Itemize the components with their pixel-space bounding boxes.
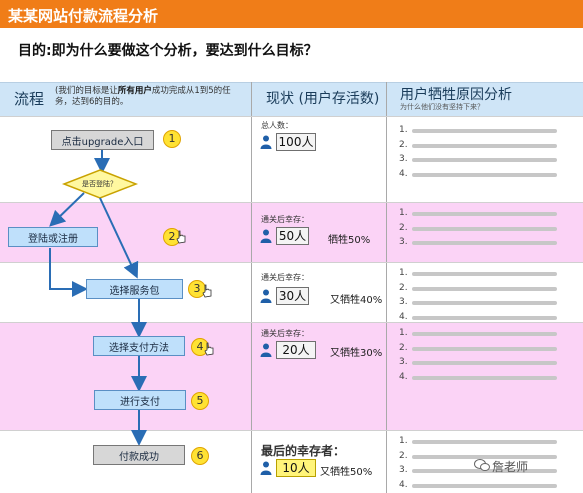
status-label: 通关后幸存：: [261, 273, 309, 282]
reason-number: 2.: [399, 450, 408, 461]
watermark: 詹老师: [492, 460, 529, 474]
loss-rate: 又牺牲50%: [320, 467, 373, 478]
step-click-upgrade: 点击upgrade入口: [51, 130, 154, 150]
status-label: 通关后幸存：: [261, 215, 309, 224]
cursor-hand-icon: [176, 230, 186, 244]
reason-placeholder-bar: [412, 469, 557, 473]
goal-text: 目的:即为什么要做这个分析，要达到什么目标？: [18, 43, 318, 59]
survivor-count: 50人: [276, 227, 309, 245]
reason-number: 3.: [399, 154, 408, 164]
loss-rate: 牺牲50%: [328, 235, 371, 246]
step-choose-payment-method: 选择支付方法: [93, 336, 185, 356]
reason-placeholder-bar: [412, 301, 557, 305]
reason-number: 3.: [399, 297, 408, 307]
step-number-6: 6: [191, 447, 209, 465]
reason-number: 1.: [399, 436, 408, 446]
wechat-icon: [474, 459, 490, 471]
reason-number: 3.: [399, 237, 408, 247]
header-flow: 流程: [14, 90, 45, 108]
row-divider: [0, 322, 583, 323]
reason-placeholder-bar: [412, 226, 557, 231]
survivor-count-final: 10人: [276, 459, 316, 477]
reason-number: 4.: [399, 479, 408, 490]
person-icon: [260, 289, 272, 303]
survivor-count: 30人: [276, 287, 309, 305]
reason-number: 1.: [399, 268, 408, 278]
status-label-final: 最后的幸存者：: [261, 444, 346, 458]
reason-number: 2.: [399, 139, 408, 150]
reason-placeholder-bar: [412, 129, 557, 133]
reason-placeholder-bar: [412, 315, 557, 320]
person-icon: [260, 461, 272, 475]
title-bar: 某某网站付款流程分析: [0, 0, 583, 28]
page-title: 某某网站付款流程分析: [8, 7, 159, 25]
reason-placeholder-bar: [412, 272, 557, 276]
status-label: 通关后幸存：: [261, 329, 309, 338]
reason-number: 3.: [399, 465, 408, 475]
loss-rate: 又牺牲40%: [330, 295, 383, 306]
column-divider: [386, 82, 387, 493]
arrow-login-to-package: [49, 248, 88, 297]
row-divider: [0, 116, 583, 117]
person-icon: [260, 229, 272, 243]
cursor-hand-icon: [202, 284, 212, 298]
row-divider: [0, 430, 583, 431]
reason-placeholder-bar: [412, 241, 557, 245]
reason-number: 1.: [399, 125, 408, 135]
step-choose-package: 选择服务包: [86, 279, 183, 299]
reason-placeholder-bar: [412, 375, 557, 380]
reason-number: 2.: [399, 342, 408, 353]
header-flow-description: (我们的目标是让所有用户成功完成从1到5的任务，达到6的目的。: [55, 86, 231, 107]
arrow-decision-to-package: [99, 197, 139, 279]
survivor-count: 20人: [276, 341, 316, 359]
reason-number: 4.: [399, 371, 408, 382]
reason-placeholder-bar: [412, 346, 557, 351]
step-make-payment: 进行支付: [94, 390, 186, 410]
arrow-decision-to-login: [49, 192, 85, 227]
reason-number: 4.: [399, 311, 408, 322]
status-label: 总人数：: [261, 121, 293, 130]
reason-number: 2.: [399, 222, 408, 233]
reason-placeholder-bar: [412, 143, 557, 148]
row-divider: [0, 202, 583, 203]
row-divider: [0, 262, 583, 263]
reason-placeholder-bar: [412, 172, 557, 177]
reason-placeholder-bar: [412, 483, 557, 488]
survivor-count: 100人: [276, 133, 316, 151]
reason-placeholder-bar: [412, 212, 557, 216]
reason-placeholder-bar: [412, 454, 557, 459]
header-row: [0, 82, 583, 116]
person-icon: [260, 135, 272, 149]
header-status: 现状 (用户存活数): [266, 91, 380, 107]
person-icon: [260, 343, 272, 357]
reason-placeholder-bar: [412, 158, 557, 162]
step-number-3: 3: [188, 280, 206, 298]
step-number-1: 1: [163, 130, 181, 148]
reason-number: 1.: [399, 208, 408, 218]
step-number-4: 4: [191, 338, 209, 356]
cursor-hand-icon: [204, 342, 214, 356]
decision-label: 是否登陆？: [82, 180, 117, 188]
reason-number: 4.: [399, 168, 408, 179]
step-login-register: 登陆或注册: [8, 227, 98, 247]
reason-number: 3.: [399, 357, 408, 367]
header-reason-subtitle: 为什么他们没有坚持下来？: [400, 103, 484, 111]
header-reason: 用户牺牲原因分析: [400, 87, 512, 103]
reason-number: 1.: [399, 328, 408, 338]
reason-placeholder-bar: [412, 361, 557, 365]
reason-placeholder-bar: [412, 286, 557, 291]
reason-number: 2.: [399, 282, 408, 293]
reason-placeholder-bar: [412, 332, 557, 336]
loss-rate: 又牺牲30%: [330, 348, 383, 359]
step-payment-success: 付款成功: [93, 445, 185, 465]
column-divider: [251, 82, 252, 493]
reason-placeholder-bar: [412, 440, 557, 444]
step-number-5: 5: [191, 392, 209, 410]
